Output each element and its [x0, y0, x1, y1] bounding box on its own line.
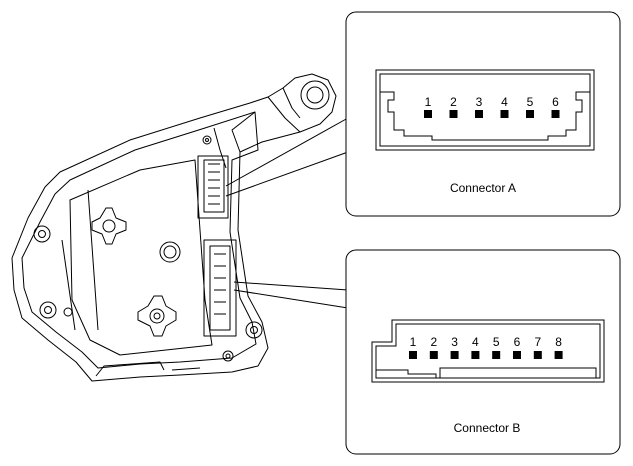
connector-b-pin-terminal	[492, 351, 501, 359]
connector-a-pin-terminal	[500, 110, 509, 118]
connector-b-body	[371, 319, 605, 383]
leader-line-b-top	[233, 281, 349, 291]
connector-a-pin-terminal	[424, 110, 432, 118]
connector-a-callout: 1 2 3 4 5 6 Connector A	[345, 11, 621, 217]
connector-b-pin-number: 6	[514, 335, 521, 349]
leader-line-b-bottom	[233, 289, 349, 309]
connector-a-label: Connector A	[450, 181, 516, 195]
connector-a-pin-terminal	[551, 110, 560, 118]
connector-b-pin-number: 3	[451, 335, 458, 349]
switch-assembly	[11, 73, 337, 382]
connector-a-pin-terminal	[449, 110, 458, 118]
leader-line-a-top	[225, 117, 349, 187]
leader-line-a-bottom	[225, 151, 349, 197]
connector-b-pin-terminal	[513, 351, 521, 359]
connector-b-pin-number: 7	[534, 335, 541, 349]
connector-b-pin-number: 5	[493, 335, 500, 349]
connector-b-pin-number: 1	[410, 335, 417, 349]
connector-b-pin-number: 2	[430, 335, 437, 349]
connector-a-pin-number: 6	[552, 95, 559, 109]
connector-a-body	[375, 69, 595, 151]
connector-b-label: Connector B	[454, 421, 521, 435]
connector-b-panel	[345, 249, 621, 455]
connector-a-pin-number: 4	[501, 95, 508, 109]
connector-b-pin-terminal	[450, 351, 459, 359]
connector-b-pin-terminal	[554, 351, 563, 359]
connector-b-pin-terminal	[409, 351, 417, 359]
connector-b-pin-terminal	[429, 351, 438, 359]
connector-b-pin-number: 8	[555, 335, 562, 349]
connector-b-pin-terminal	[471, 351, 480, 359]
connector-a-pin-number: 5	[527, 95, 534, 109]
connector-a-pins: 1 2 3 4 5 6	[424, 95, 560, 118]
connector-b-pin-number: 4	[472, 335, 479, 349]
connector-b-pin-terminal	[533, 351, 542, 359]
connector-a-pin-number: 3	[476, 95, 483, 109]
connector-a-pin-number: 2	[450, 95, 457, 109]
connector-a-pin-number: 1	[425, 95, 432, 109]
leader-lines	[225, 117, 349, 309]
connector-a-pin-terminal	[526, 110, 534, 118]
connector-a-pin-terminal	[475, 110, 483, 118]
